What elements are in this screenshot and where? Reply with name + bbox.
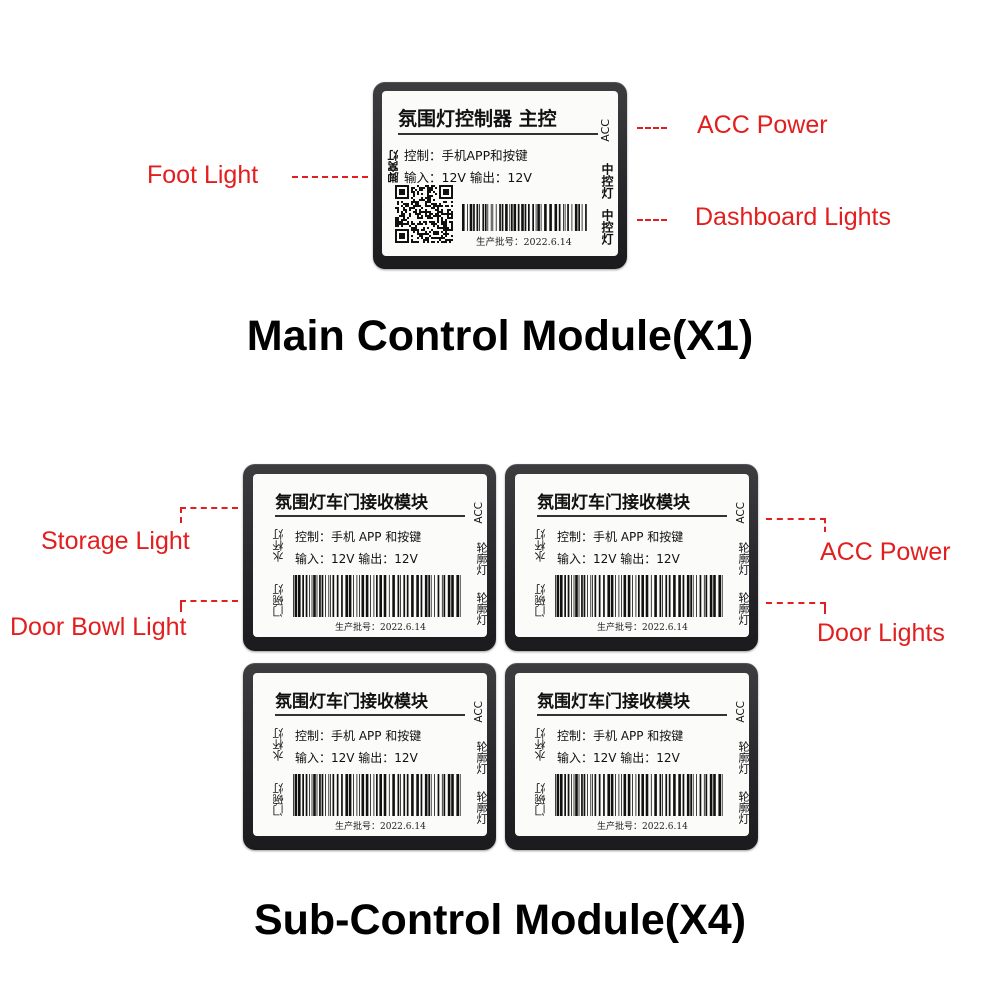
storage-light-leader-v bbox=[180, 507, 182, 523]
sub-module-title: 氛围灯车门接收模块 bbox=[275, 692, 428, 712]
sub-module-label: 氛围灯车门接收模块 控制：手机 APP 和按键 输入：12V 输出：12V 水杯… bbox=[515, 474, 749, 637]
door-bowl-light-leader-h bbox=[180, 600, 238, 602]
main-module-control-text: 控制：手机APP和按键 bbox=[404, 148, 528, 163]
main-module-pin-acc: ACC bbox=[599, 119, 612, 142]
sub-module-barcode bbox=[293, 575, 461, 617]
sub-module-pin-left-top: 水杯灯 bbox=[272, 728, 285, 761]
sub-module-title-rule bbox=[537, 515, 727, 517]
sub-module-io-text: 输入：12V 输出：12V bbox=[557, 552, 680, 566]
sub-module-pin-right-mid: 轮廓灯 bbox=[475, 542, 487, 575]
acc-power-sub-leader-v bbox=[824, 518, 826, 532]
sub-module-pin-right-mid: 轮廓灯 bbox=[737, 741, 749, 774]
annotation-acc-power-main: ACC Power bbox=[697, 111, 828, 139]
sub-module-title-rule bbox=[537, 714, 727, 716]
door-bowl-light-leader-v bbox=[180, 600, 182, 612]
sub-module-barcode bbox=[293, 774, 461, 816]
annotation-door-lights: Door Lights bbox=[817, 619, 945, 647]
sub-module-heading: Sub-Control Module(X4) bbox=[253, 896, 747, 944]
sub-module-barcode bbox=[555, 575, 723, 617]
qr-code bbox=[395, 185, 453, 243]
main-module-io-text: 输入：12V 输出：12V bbox=[404, 170, 532, 185]
main-control-module: 氛围灯控制器 主控 控制：手机APP和按键 输入：12V 输出：12V 脚窝灯 … bbox=[373, 82, 627, 269]
sub-module-pin-acc: ACC bbox=[735, 502, 747, 524]
dashboard-lights-leader bbox=[637, 219, 667, 221]
sub-module-pin-acc: ACC bbox=[473, 701, 485, 723]
annotation-dashboard-lights: Dashboard Lights bbox=[695, 203, 891, 231]
sub-control-module-1: 氛围灯车门接收模块 控制：手机 APP 和按键 输入：12V 输出：12V 水杯… bbox=[243, 464, 496, 651]
sub-module-control-text: 控制：手机 APP 和按键 bbox=[295, 729, 422, 743]
sub-module-pin-right-bot: 轮廓灯 bbox=[737, 791, 749, 824]
main-module-pin-right-bot: 中控灯 bbox=[600, 209, 614, 245]
sub-module-control-text: 控制：手机 APP 和按键 bbox=[295, 530, 422, 544]
sub-module-batch: 生产批号：2022.6.14 bbox=[335, 822, 426, 832]
main-module-title-rule bbox=[398, 133, 598, 135]
sub-module-pin-right-bot: 轮廓灯 bbox=[737, 592, 749, 625]
sub-module-batch: 生产批号：2022.6.14 bbox=[335, 623, 426, 633]
sub-module-title: 氛围灯车门接收模块 bbox=[275, 493, 428, 513]
sub-control-module-3: 氛围灯车门接收模块 控制：手机 APP 和按键 输入：12V 输出：12V 水杯… bbox=[243, 663, 496, 850]
sub-module-label: 氛围灯车门接收模块 控制：手机 APP 和按键 输入：12V 输出：12V 水杯… bbox=[253, 474, 487, 637]
sub-module-title-rule bbox=[275, 714, 465, 716]
sub-module-io-text: 输入：12V 输出：12V bbox=[295, 751, 418, 765]
main-module-batch: 生产批号：2022.6.14 bbox=[476, 237, 572, 248]
annotation-storage-light: Storage Light bbox=[41, 527, 190, 555]
sub-module-pin-acc: ACC bbox=[735, 701, 747, 723]
sub-module-pin-acc: ACC bbox=[473, 502, 485, 524]
main-module-barcode bbox=[462, 204, 587, 231]
sub-control-module-4: 氛围灯车门接收模块 控制：手机 APP 和按键 输入：12V 输出：12V 水杯… bbox=[505, 663, 758, 850]
main-module-pin-left: 脚窝灯 bbox=[387, 150, 400, 183]
sub-module-label: 氛围灯车门接收模块 控制：手机 APP 和按键 输入：12V 输出：12V 水杯… bbox=[253, 673, 487, 836]
sub-module-batch: 生产批号：2022.6.14 bbox=[597, 623, 688, 633]
sub-module-pin-left-bot: 门碗灯 bbox=[534, 783, 547, 816]
sub-module-title-rule bbox=[275, 515, 465, 517]
sub-module-io-text: 输入：12V 输出：12V bbox=[557, 751, 680, 765]
sub-module-pin-right-bot: 轮廓灯 bbox=[475, 592, 487, 625]
sub-module-pin-left-top: 水杯灯 bbox=[272, 529, 285, 562]
main-module-title: 氛围灯控制器 主控 bbox=[398, 108, 557, 130]
storage-light-leader-h bbox=[180, 507, 238, 509]
sub-module-pin-right-bot: 轮廓灯 bbox=[475, 791, 487, 824]
door-lights-leader-v bbox=[824, 602, 826, 614]
sub-module-pin-left-top: 水杯灯 bbox=[534, 728, 547, 761]
sub-module-title: 氛围灯车门接收模块 bbox=[537, 692, 690, 712]
main-module-label: 氛围灯控制器 主控 控制：手机APP和按键 输入：12V 输出：12V 脚窝灯 … bbox=[382, 91, 618, 256]
sub-module-title: 氛围灯车门接收模块 bbox=[537, 493, 690, 513]
sub-module-pin-left-bot: 门碗灯 bbox=[534, 584, 547, 617]
sub-module-pin-left-bot: 门碗灯 bbox=[272, 783, 285, 816]
annotation-door-bowl-light: Door Bowl Light bbox=[10, 613, 187, 641]
annotation-acc-power-sub: ACC Power bbox=[820, 538, 951, 566]
sub-module-pin-left-bot: 门碗灯 bbox=[272, 584, 285, 617]
acc-power-sub-leader-h bbox=[766, 518, 826, 520]
sub-module-io-text: 输入：12V 输出：12V bbox=[295, 552, 418, 566]
sub-module-barcode bbox=[555, 774, 723, 816]
foot-light-leader bbox=[292, 176, 368, 178]
sub-module-pin-right-mid: 轮廓灯 bbox=[475, 741, 487, 774]
sub-module-pin-left-top: 水杯灯 bbox=[534, 529, 547, 562]
sub-module-label: 氛围灯车门接收模块 控制：手机 APP 和按键 输入：12V 输出：12V 水杯… bbox=[515, 673, 749, 836]
main-module-pin-right-mid: 中控灯 bbox=[600, 163, 614, 199]
sub-control-module-2: 氛围灯车门接收模块 控制：手机 APP 和按键 输入：12V 输出：12V 水杯… bbox=[505, 464, 758, 651]
door-lights-leader-h bbox=[766, 602, 826, 604]
sub-module-control-text: 控制：手机 APP 和按键 bbox=[557, 530, 684, 544]
acc-power-main-leader bbox=[637, 127, 667, 129]
annotation-foot-light: Foot Light bbox=[147, 161, 259, 189]
sub-module-batch: 生产批号：2022.6.14 bbox=[597, 822, 688, 832]
sub-module-pin-right-mid: 轮廓灯 bbox=[737, 542, 749, 575]
main-module-heading: Main Control Module(X1) bbox=[246, 312, 754, 360]
sub-module-control-text: 控制：手机 APP 和按键 bbox=[557, 729, 684, 743]
